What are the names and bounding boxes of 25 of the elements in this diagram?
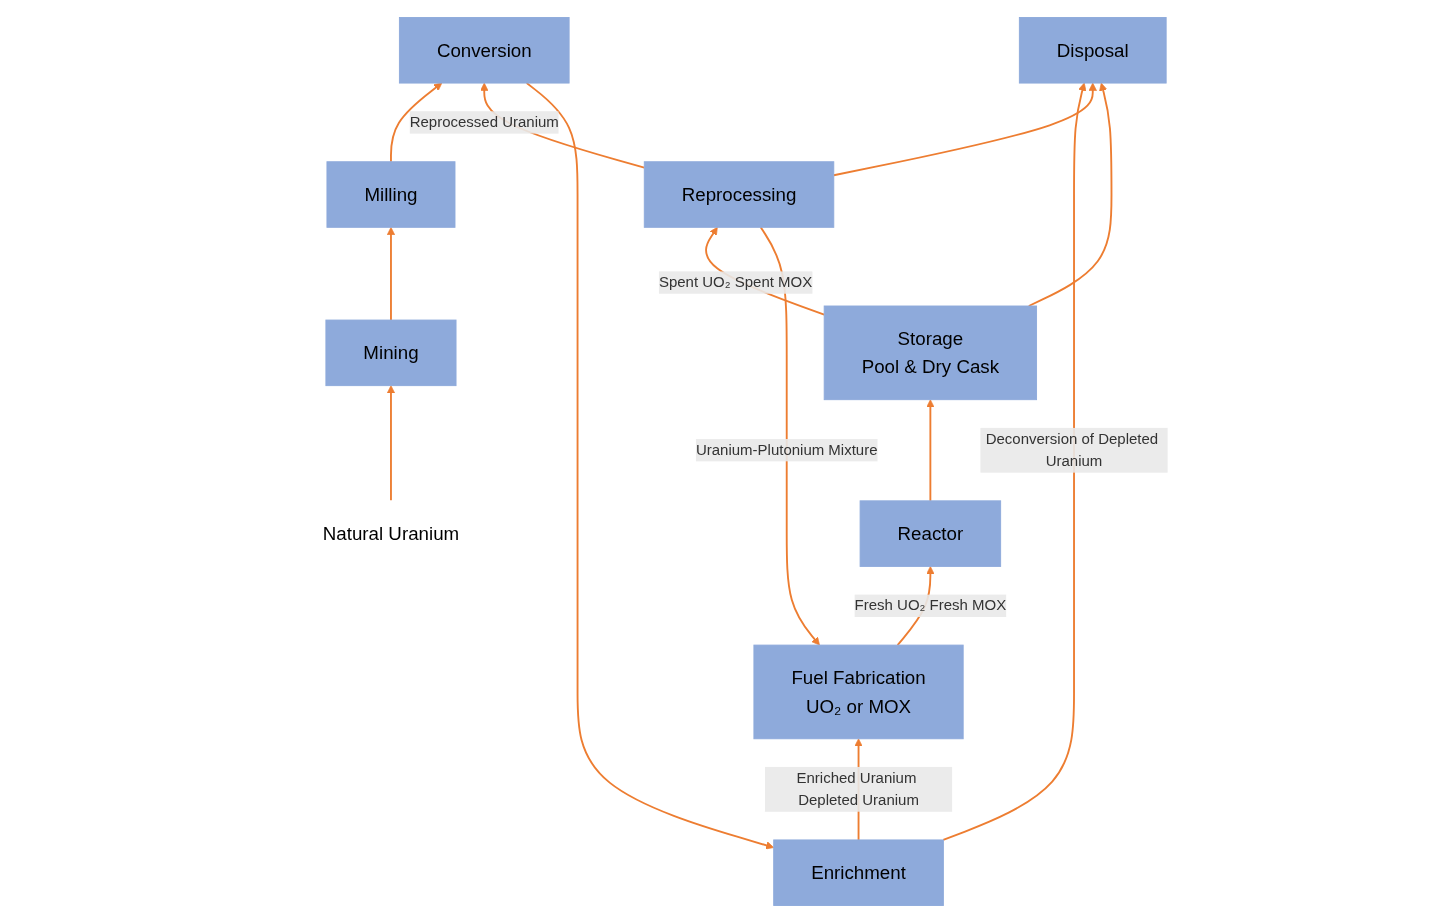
edge-label: Fresh UO₂ Fresh MOX bbox=[854, 597, 1007, 614]
node-box: Disposal bbox=[1018, 17, 1167, 84]
arrow bbox=[926, 399, 935, 502]
node-box: Mining bbox=[325, 319, 457, 387]
node-box: Reprocessing bbox=[643, 161, 835, 228]
edge-label: Deconversion of Depleted Uranium bbox=[985, 430, 1159, 469]
node-box: Storage Pool & Dry Cask bbox=[823, 305, 1038, 401]
edge-label: Reprocessed Uranium bbox=[409, 113, 559, 130]
node-box: Milling bbox=[326, 161, 456, 228]
arrow bbox=[759, 226, 820, 646]
edge-label: Spent UO₂ Spent MOX bbox=[658, 274, 813, 291]
node-box: Enrichment bbox=[773, 839, 944, 906]
edge-label: Enriched Uranium Depleted Uranium bbox=[796, 769, 919, 809]
arrow bbox=[390, 82, 443, 163]
arrow bbox=[386, 385, 396, 502]
arrow bbox=[525, 82, 775, 850]
arrow bbox=[1027, 82, 1113, 307]
node-box: Reactor bbox=[859, 500, 1002, 567]
arrow bbox=[386, 226, 396, 321]
node-box: Conversion bbox=[398, 17, 570, 84]
edge-label: Uranium-Plutonium Mixture bbox=[695, 441, 878, 458]
node-box: Fuel Fabrication UO₂ or MOX bbox=[753, 644, 964, 740]
node-text: Natural Uranium bbox=[322, 523, 460, 544]
arrow bbox=[942, 82, 1087, 841]
arrow bbox=[832, 82, 1097, 177]
